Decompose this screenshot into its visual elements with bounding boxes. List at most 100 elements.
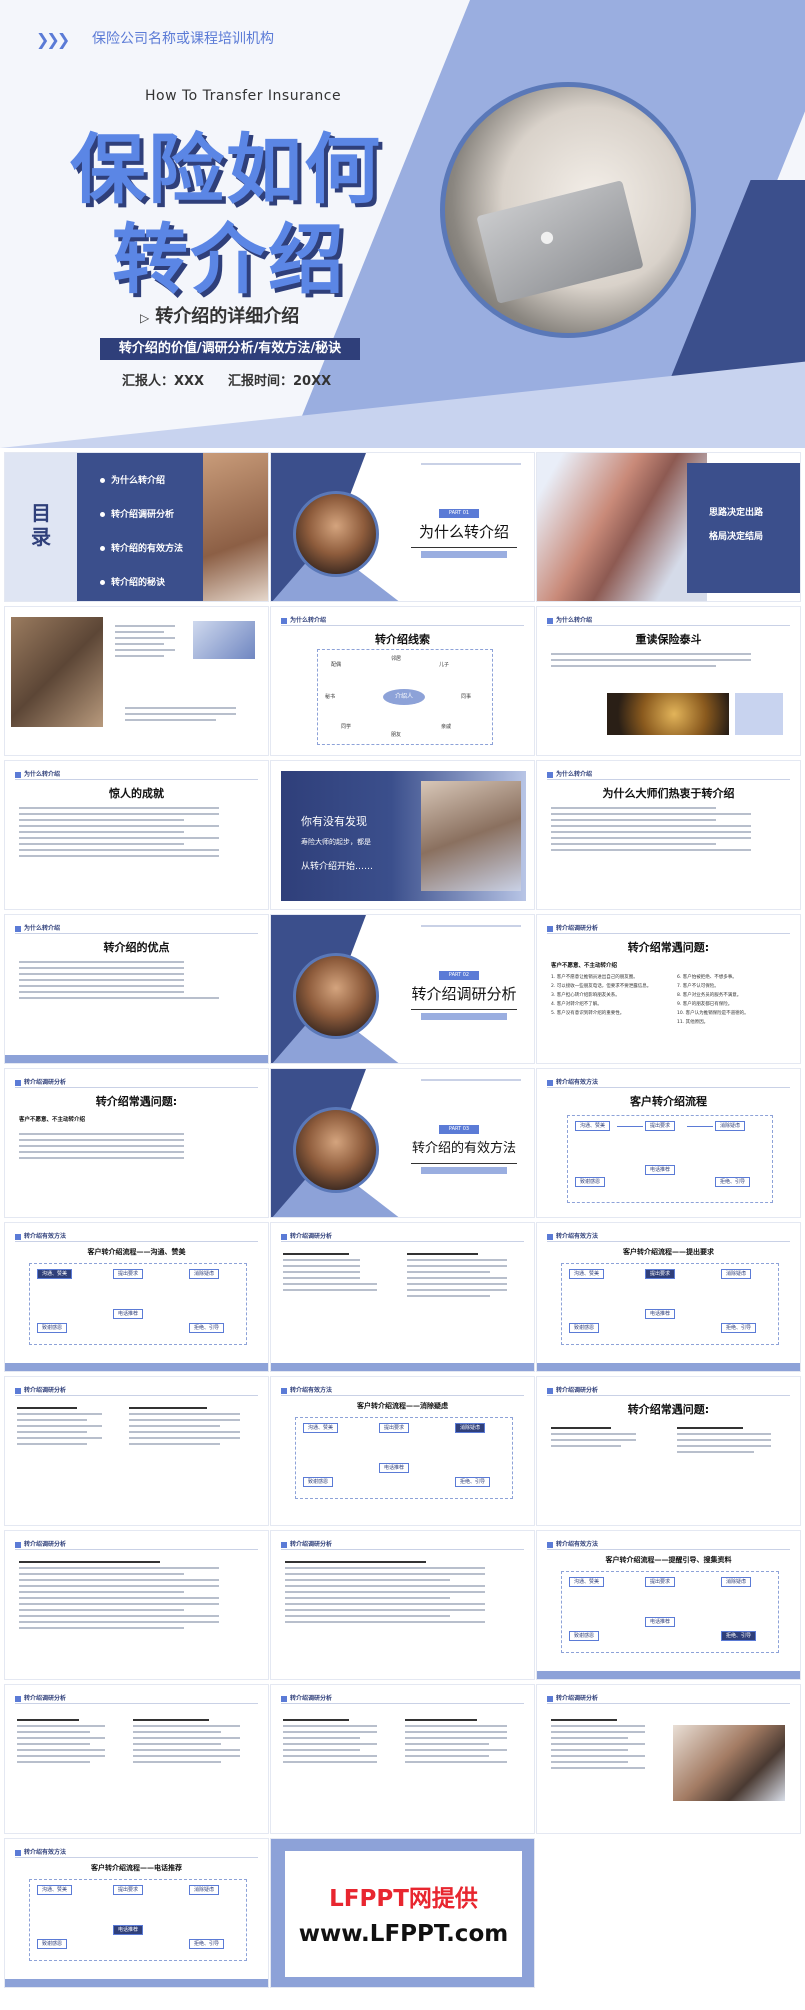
slide-achievement[interactable]: 为什么转介绍 惊人的成就 <box>4 760 269 910</box>
slide-process[interactable]: 转介绍有效方法 客户转介绍流程 沟通、赞美 提出要求 消除疑虑 电话推荐 拒绝、… <box>536 1068 801 1218</box>
flow-frame <box>29 1879 247 1961</box>
flow-node-phone: 电话推荐 <box>645 1309 676 1319</box>
slide-brand[interactable]: LFPPT网提供 www.LFPPT.com <box>270 1838 535 1988</box>
flow-node-phone: 电话推荐 <box>113 1925 144 1935</box>
section-head: 为什么转介绍 <box>547 615 592 624</box>
discover-line1: 你有没有发现 <box>301 815 367 828</box>
section-head: 转介绍调研分析 <box>281 1539 332 1548</box>
flow-node-communicate: 沟通、赞美 <box>569 1577 605 1587</box>
section-head: 转介绍调研分析 <box>15 1077 66 1086</box>
slide-dispel-detail-1[interactable]: 转介绍调研分析 <box>4 1530 269 1680</box>
quote-box <box>687 463 800 593</box>
section-head: 转介绍有效方法 <box>547 1077 598 1086</box>
slide-guide-detail-1[interactable]: 转介绍调研分析 <box>4 1684 269 1834</box>
guide1-right-lines <box>133 1715 259 1767</box>
mindmap-frame <box>317 649 493 745</box>
problem-item: 11. 其他原因。 <box>677 1020 709 1025</box>
problem-item: 10. 客户认为推销保险是不道德的。 <box>677 1011 749 1016</box>
part-underline <box>411 547 517 548</box>
toc-heading: 目录 <box>31 501 51 549</box>
slide-title: 客户转介绍流程——提出要求 <box>623 1248 714 1256</box>
flow-node-communicate: 沟通、赞美 <box>575 1121 611 1131</box>
slide-flow-dispel[interactable]: 转介绍有效方法 客户转介绍流程——消除疑虑 沟通、赞美 提出要求 消除疑虑 电话… <box>270 1376 535 1526</box>
slide-communicate-detail[interactable]: 转介绍调研分析 <box>270 1222 535 1372</box>
mindmap-center: 介绍人 <box>383 689 425 705</box>
slide-masters[interactable]: 为什么转介绍 为什么大师们热衷于转介绍 <box>536 760 801 910</box>
flow-node-phone: 电话推荐 <box>645 1617 676 1627</box>
part-top-line <box>421 1079 521 1081</box>
slide-part-01[interactable]: PART 01 为什么转介绍 <box>270 452 535 602</box>
org-name: 保险公司名称或课程培训机构 <box>92 31 274 47</box>
slide-part-02[interactable]: PART 02 转介绍调研分析 <box>270 914 535 1064</box>
slide-tycoon[interactable]: 为什么转介绍 重读保险泰斗 <box>536 606 801 756</box>
slide-problems-2[interactable]: 转介绍调研分析 转介绍常遇问题: 客户不愿意、不主动转介绍 <box>4 1068 269 1218</box>
section-line <box>15 1549 258 1550</box>
section-line <box>15 1241 258 1242</box>
tycoon-side-block <box>735 693 783 735</box>
woman-portrait-photo <box>293 491 379 577</box>
slide-flow-phone[interactable]: 转介绍有效方法 客户转介绍流程——电话推荐 沟通、赞美 提出要求 消除疑虑 电话… <box>4 1838 269 1988</box>
slide-problems-3[interactable]: 转介绍调研分析 转介绍常遇问题: <box>536 1376 801 1526</box>
section-line <box>547 1241 790 1242</box>
flow-node-interview: 拒绝、引导 <box>189 1939 225 1949</box>
slide-footer-bar <box>5 1363 268 1371</box>
slide-phone-script[interactable]: 转介绍调研分析 <box>536 1684 801 1834</box>
slide-discover[interactable]: 你有没有发现 寿险大师的起步，都是 从转介绍开始…… <box>270 760 535 910</box>
slide-problems-1[interactable]: 转介绍调研分析 转介绍常遇问题: 客户不愿意、不主动转介绍 1. 客户不愿意让推… <box>536 914 801 1064</box>
slide-flow-guide[interactable]: 转介绍有效方法 客户转介绍流程——提醒引导、搜集资料 沟通、赞美 提出要求 消除… <box>536 1530 801 1680</box>
problems3-left-lines <box>551 1423 651 1451</box>
quote-line1: 思路决定出路 <box>709 508 764 518</box>
part-subbar <box>421 1167 507 1174</box>
flow-node-phone: 电话推荐 <box>379 1463 410 1473</box>
flow-arrow <box>617 1126 643 1127</box>
detail-right-lines <box>129 1403 259 1449</box>
toc-photo <box>203 453 268 601</box>
slide-title: 客户转介绍流程 <box>630 1095 707 1108</box>
bitcoin-photo <box>607 693 729 735</box>
slide-title: 转介绍线索 <box>375 633 430 646</box>
slide-title: 为什么大师们热衷于转介绍 <box>602 787 735 800</box>
flow-node-phone: 电话推荐 <box>113 1309 144 1319</box>
section-line <box>15 1395 258 1396</box>
slide-hands[interactable] <box>4 606 269 756</box>
slide-advantages[interactable]: 为什么转介绍 转介绍的优点 <box>4 914 269 1064</box>
apple-logo-icon: ● <box>540 227 554 246</box>
section-head: 转介绍调研分析 <box>15 1539 66 1548</box>
woman-portrait-photo <box>293 953 379 1039</box>
slide-clues[interactable]: 为什么转介绍 转介绍线索 介绍人 配偶 儿子 秘书 同事 同学 朋友 亲戚 邻居 <box>270 606 535 756</box>
section-head: 转介绍有效方法 <box>547 1539 598 1548</box>
slide-request-detail[interactable]: 转介绍调研分析 <box>4 1376 269 1526</box>
section-head: 为什么转介绍 <box>15 769 60 778</box>
tycoon-text-lines <box>551 649 786 671</box>
slide-part-03[interactable]: PART 03 转介绍的有效方法 <box>270 1068 535 1218</box>
flow-node-communicate: 沟通、赞美 <box>303 1423 339 1433</box>
section-line <box>15 1857 258 1858</box>
report-time: 汇报时间：20XX <box>228 374 332 389</box>
slide-toc[interactable]: 目录 为什么转介绍 转介绍调研分析 转介绍的有效方法 转介绍的秘诀 <box>4 452 269 602</box>
slide-title: 客户转介绍流程——消除疑虑 <box>357 1402 448 1410</box>
detail-left-lines <box>283 1249 393 1295</box>
flow-node-phone: 电话推荐 <box>645 1165 676 1175</box>
flow-node-request: 提出要求 <box>379 1423 410 1433</box>
slide-flow-communicate[interactable]: 转介绍有效方法 客户转介绍流程——沟通、赞美 沟通、赞美 提出要求 消除疑虑 电… <box>4 1222 269 1372</box>
guide1-left-lines <box>17 1715 121 1767</box>
flow-node-request: 提出要求 <box>113 1885 144 1895</box>
mindmap-node-1: 配偶 <box>331 662 342 668</box>
slide-quote[interactable]: 思路决定出路 格局决定结局 <box>536 452 801 602</box>
hands-quote-lines <box>125 703 255 725</box>
woman-portrait-photo <box>293 1107 379 1193</box>
flow-node-thanks: 致谢感恩 <box>303 1477 334 1487</box>
mindmap-node-2: 儿子 <box>439 662 450 668</box>
toc-item-2: 转介绍调研分析 <box>100 507 174 520</box>
slide-title: 客户转介绍流程——提醒引导、搜集资料 <box>605 1556 732 1564</box>
slide-flow-request[interactable]: 转介绍有效方法 客户转介绍流程——提出要求 沟通、赞美 提出要求 消除疑虑 电话… <box>536 1222 801 1372</box>
mindmap-node-6: 朋友 <box>391 732 402 738</box>
part-underline <box>411 1009 517 1010</box>
flow-node-request: 提出要求 <box>645 1121 676 1131</box>
section-head: 转介绍调研分析 <box>547 923 598 932</box>
flow-node-thanks: 致谢感恩 <box>37 1939 68 1949</box>
mindmap-node-7: 亲戚 <box>441 724 452 730</box>
main-title-line1: 保险如何 <box>70 125 382 214</box>
slide-dispel-detail-2[interactable]: 转介绍调研分析 <box>270 1530 535 1680</box>
slide-guide-detail-2[interactable]: 转介绍调研分析 <box>270 1684 535 1834</box>
